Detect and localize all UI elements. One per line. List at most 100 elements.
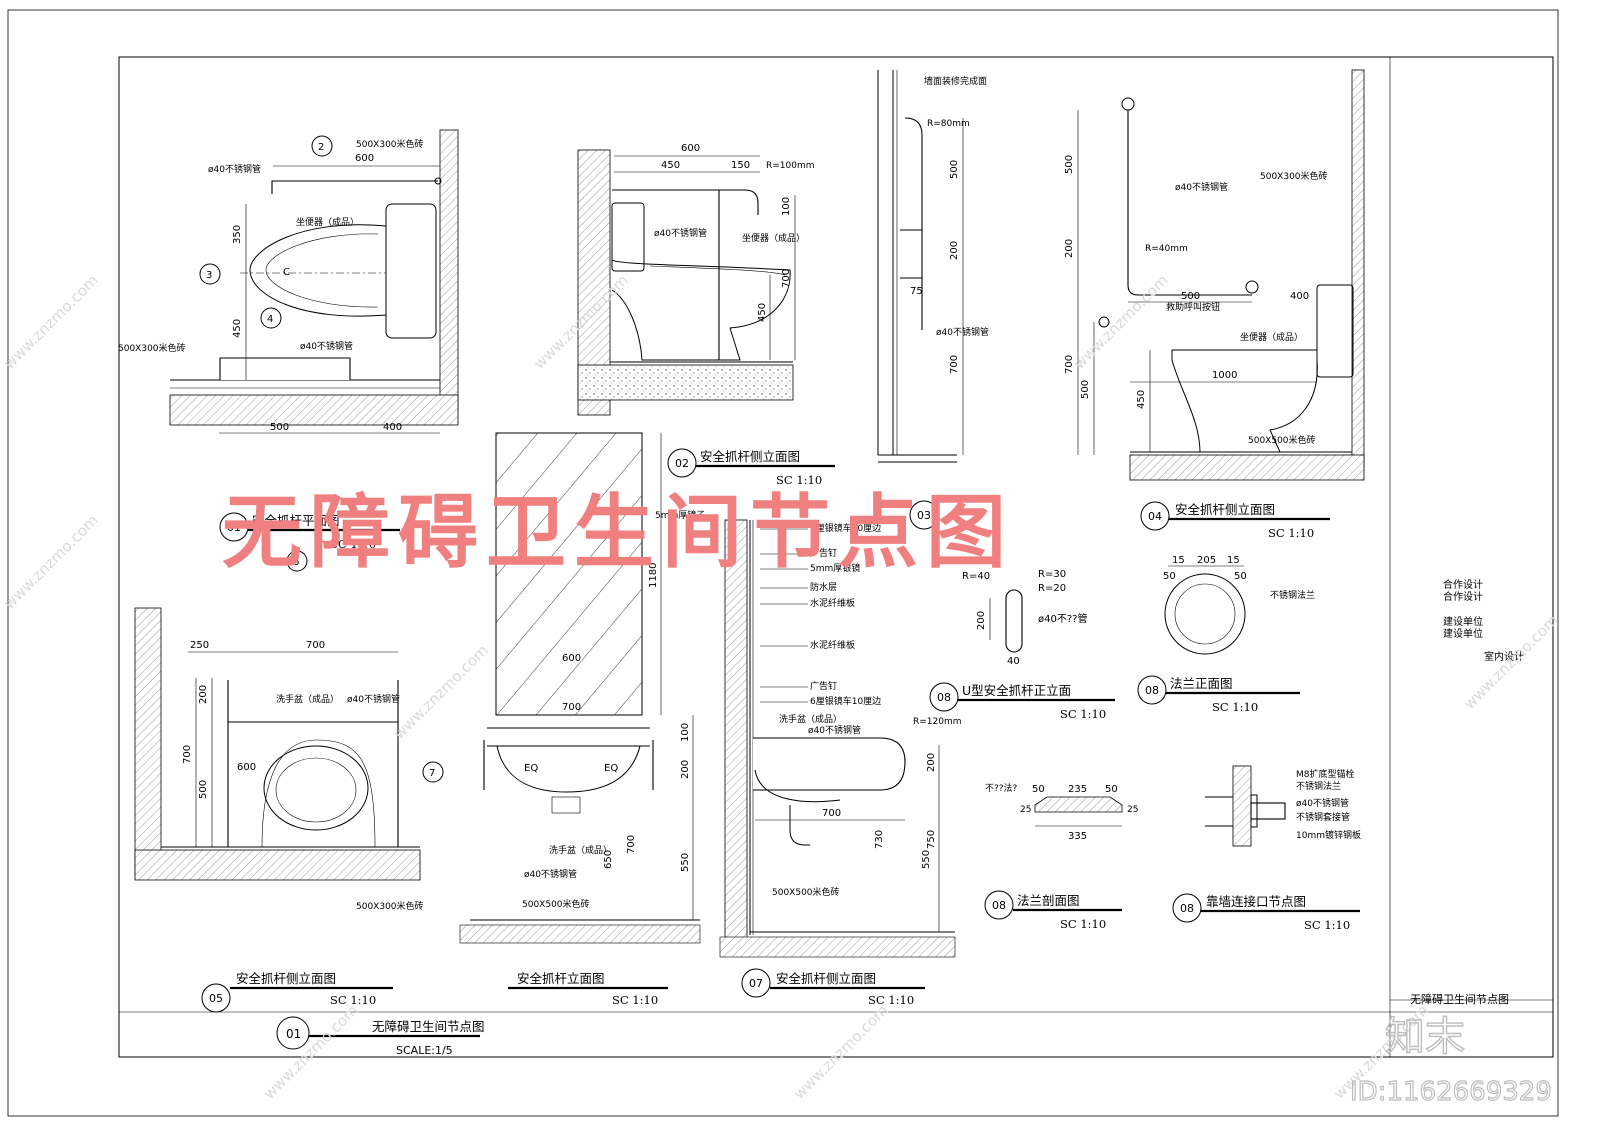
dim-v7-700: 700: [822, 808, 841, 819]
dim-v2-600: 600: [681, 143, 700, 154]
view8d-title: 靠墙连接口节点图: [1206, 894, 1306, 909]
label-r30: R=30: [1038, 569, 1066, 580]
view8a-title: U型安全抓杆正立面: [962, 683, 1071, 698]
view8d-num: 08: [1180, 902, 1194, 915]
dim-v5-700: 700: [306, 640, 325, 651]
section-mark-7: 7: [429, 768, 435, 779]
watermark-text: www.znzmo.com: [260, 1001, 362, 1103]
eq-left: EQ: [524, 763, 538, 774]
label-r40: R=40: [962, 571, 990, 582]
layer-7: 广告钉: [810, 680, 837, 692]
view8a-scale: SC 1:10: [1060, 707, 1106, 721]
view8b-num: 08: [1145, 684, 1159, 697]
view5-title: 安全抓杆侧立面图: [236, 971, 336, 986]
coop-design-text: 合作设计: [1443, 578, 1483, 591]
dim-v1-350: 350: [232, 225, 243, 244]
dim-v4-500b: 500: [1181, 291, 1200, 302]
label-tile-500x500-v4: 500X500米色砖: [1248, 434, 1316, 446]
layer-5: 水泥纤维板: [810, 597, 855, 609]
label-mirror-5mm: 5mm厚镜子: [655, 509, 705, 521]
main-title-scale: SCALE:1/5: [396, 1044, 453, 1057]
interior-design-text: 室内设计: [1484, 650, 1524, 663]
view7-num: 07: [749, 977, 763, 990]
view8b-scale: SC 1:10: [1212, 700, 1258, 714]
layer-1: 5厘银镜车10厘边: [810, 522, 881, 534]
centerline-mark: C: [283, 267, 290, 278]
build-unit-text: 建设单位: [1443, 615, 1483, 628]
label-basin-v7: 洗手盆（成品）: [779, 713, 842, 725]
label-basin-v6: 洗手盆（成品）: [549, 844, 612, 856]
label-r20: R=20: [1038, 583, 1066, 594]
view-side-elevation-04: 500 200 500 400 700 1000 500 450 500X300…: [1064, 69, 1365, 540]
label-r120: R=120mm: [913, 717, 962, 727]
dim-v6-600: 600: [562, 653, 581, 664]
view5-num: 05: [209, 992, 223, 1005]
label-tile-500x500-v7: 500X500米色砖: [772, 886, 840, 898]
banner-title: 无障碍卫生间节点图: [222, 485, 1014, 579]
dim-v6-550: 550: [680, 853, 691, 872]
main-title-text: 无障碍卫生间节点图: [372, 1019, 485, 1034]
label-toilet-v4: 坐便器（成品）: [1240, 331, 1303, 343]
joint-1: M8扩底型锚栓: [1296, 768, 1355, 780]
label-steel-pipe-v6: ø40不锈钢管: [524, 868, 577, 880]
label-wall-finish: 墙面装修完成面: [924, 75, 987, 87]
dim-fs-25a: 25: [1020, 805, 1031, 815]
layer-4: 防水层: [810, 581, 837, 593]
view8a-num: 08: [937, 691, 951, 704]
section-mark-2: 2: [318, 142, 324, 153]
label-steel-pipe: ø40不锈钢管: [208, 163, 261, 175]
dim-v5-700b: 700: [182, 745, 193, 764]
dim-fs-50b: 50: [1105, 784, 1118, 795]
dim-v3-200: 200: [949, 241, 960, 260]
view-plan-grab-bar: C 600 350 450 500 400 500X300米色砖 ø40不锈钢管…: [118, 129, 459, 572]
dim-v5-250: 250: [190, 640, 209, 651]
view2-num: 02: [675, 457, 689, 470]
dim-v1-500: 500: [270, 422, 289, 433]
dim-u-40: 40: [1007, 656, 1020, 667]
view4-title: 安全抓杆侧立面图: [1175, 502, 1275, 517]
view1-title: 安全抓杆平面图: [252, 513, 340, 528]
view2-title: 安全抓杆侧立面图: [700, 449, 800, 464]
label-steel-pipe-v5: ø40不锈钢管: [347, 693, 400, 705]
dim-v6-100: 100: [680, 723, 691, 742]
main-title-num: 01: [286, 1027, 301, 1041]
dim-fs-235: 235: [1068, 784, 1087, 795]
image-id: ID:1162669329: [1350, 1077, 1552, 1107]
section-mark-4: 4: [267, 314, 273, 325]
label-tile-500x300: 500X300米色砖: [356, 138, 424, 150]
dim-fl-50a: 50: [1163, 571, 1176, 582]
label-tile-500x500-v6: 500X500米色砖: [522, 898, 590, 910]
section-mark-6: 6: [293, 557, 299, 568]
view2-scale: SC 1:10: [776, 473, 822, 487]
view4-num: 04: [1148, 510, 1162, 523]
label-tile-500x300-b: 500X300米色砖: [118, 342, 186, 354]
label-steel-pipe-b: ø40不锈钢管: [300, 340, 353, 352]
dim-v4-450: 450: [1136, 390, 1147, 409]
view6-title: 安全抓杆立面图: [517, 971, 605, 986]
coop-design-text-2: 合作设计: [1443, 590, 1483, 603]
view3-num: 03: [917, 509, 931, 522]
layer-3: 5mm厚银镜: [810, 562, 860, 574]
joint-3: ø40不锈钢管: [1296, 797, 1349, 809]
view8c-scale: SC 1:10: [1060, 917, 1106, 931]
joint-5: 10mm镀锌钢板: [1296, 829, 1361, 841]
dim-v7-550: 550: [921, 850, 932, 869]
label-q-law: 不??法?: [985, 782, 1018, 794]
dim-v5-200: 200: [198, 685, 209, 704]
label-basin-v5: 洗手盆（成品）: [276, 693, 339, 705]
dim-fl-50b: 50: [1234, 571, 1247, 582]
view-u-grab-bar: 200 40 R=40 R=30 R=20 ø40不??管 08 U型安全抓杆正…: [929, 569, 1115, 721]
dim-v6-700: 700: [562, 702, 581, 713]
outer-frame: [7, 9, 1559, 1117]
dim-u-200: 200: [976, 611, 987, 630]
label-r80: R=80mm: [927, 119, 970, 129]
dim-v2-450: 450: [661, 160, 680, 171]
dim-v2-450: 450: [757, 303, 768, 322]
view8c-title: 法兰剖面图: [1017, 893, 1080, 908]
view-flange-section: 50 235 50 335 25 25 不??法? 08 法兰剖面图 SC 1:…: [984, 782, 1138, 931]
dim-v3-700: 700: [949, 355, 960, 374]
dim-fl-205: 205: [1197, 555, 1216, 566]
view8d-scale: SC 1:10: [1304, 918, 1350, 932]
dim-v2-150: 150: [731, 160, 750, 171]
